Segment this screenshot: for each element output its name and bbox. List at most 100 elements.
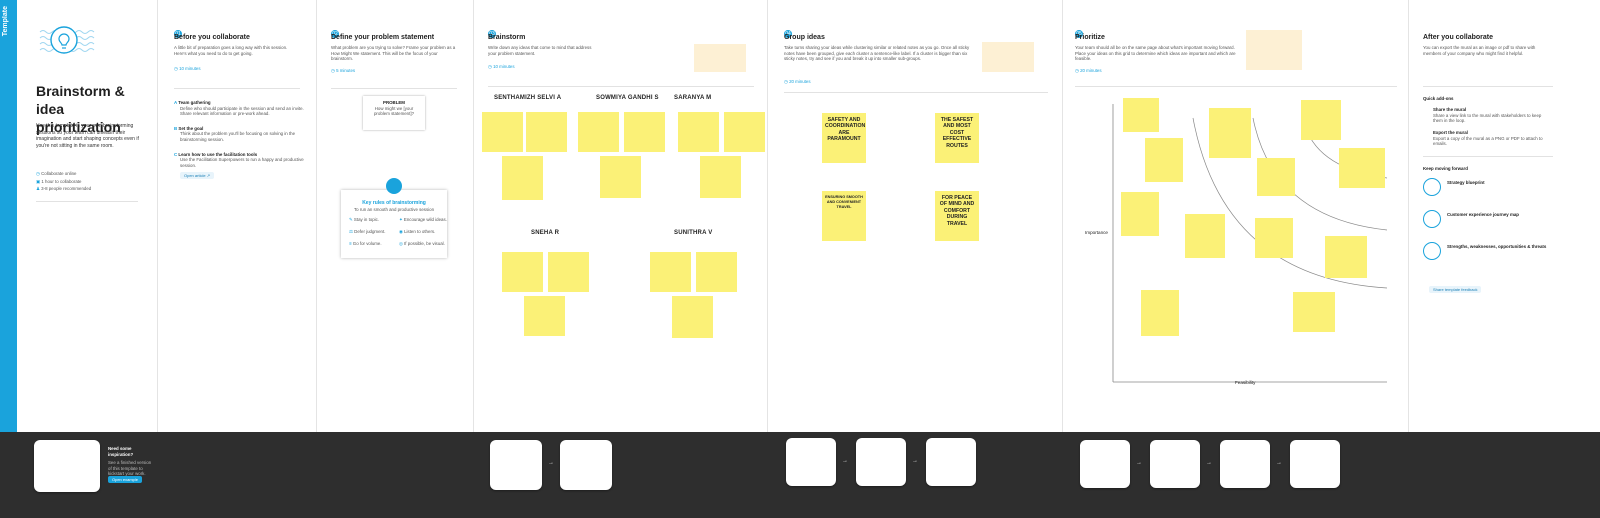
meta-collaborate: Collaborate online — [41, 171, 77, 176]
template-link[interactable]: Strengths, weaknesses, opportunities & t… — [1447, 244, 1547, 249]
share-feedback-button[interactable]: Share template feedback — [1429, 286, 1482, 293]
clock-icon: ◷ — [36, 171, 40, 176]
tip-note — [982, 42, 1034, 72]
group-thumbnail — [786, 438, 836, 486]
step-badge: 01 — [174, 30, 182, 38]
group-panel: 04 Group ideas Take turns sharing your i… — [768, 0, 1063, 432]
step-item-a: A Team gathering Define who should parti… — [174, 100, 304, 117]
after-title: After you collaborate — [1423, 34, 1494, 41]
sticky-note[interactable] — [1301, 100, 1341, 140]
define-description: What problem are you trying to solve? Fr… — [331, 45, 456, 62]
example-thumbnail[interactable] — [34, 440, 100, 492]
sticky-note[interactable] — [650, 252, 691, 292]
y-axis-label: Importance — [1085, 230, 1108, 235]
after-panel: After you collaborate You can export the… — [1409, 0, 1600, 432]
cluster-note[interactable]: FOR PEACE OF MIND AND COMFORT DURING TRA… — [935, 191, 979, 241]
sticky-note[interactable] — [724, 112, 765, 152]
sticky-note[interactable] — [502, 252, 543, 292]
arrow-right-icon: → — [842, 458, 848, 464]
rule-4: ◉ Listen to others. — [399, 229, 436, 234]
prioritize-panel: 05 Prioritize Your team should all be on… — [1063, 0, 1409, 432]
person-label-2: SOWMIYA GANDHI S — [596, 95, 659, 101]
sticky-note[interactable] — [672, 296, 713, 338]
arrow-right-icon: → — [548, 460, 554, 466]
step-badge: 02 — [331, 30, 339, 38]
intro-meta: ◷ Collaborate online ▣ 1 hour to collabo… — [36, 171, 91, 192]
quick-add-item[interactable]: Export the mural Export a copy of the mu… — [1433, 130, 1543, 147]
template-tag: Template — [2, 6, 9, 37]
step-badge: 03 — [488, 30, 496, 38]
group-thumbnail — [926, 438, 976, 486]
sticky-note[interactable] — [1293, 292, 1335, 332]
rule-5: ≡ Go for volume. — [349, 241, 382, 246]
arrow-right-icon: → — [1206, 460, 1212, 466]
open-article-button[interactable]: Open article ↗ — [180, 172, 215, 179]
brainstorm-duration-link[interactable]: ◷ 10 minutes — [488, 64, 515, 69]
sticky-note[interactable] — [1209, 108, 1251, 158]
before-steps: A Team gathering Define who should parti… — [174, 100, 304, 168]
tip-note — [1246, 30, 1302, 70]
sticky-note[interactable] — [526, 112, 567, 152]
brainstorm-thumbnail — [560, 440, 612, 490]
inspiration-title: Need some inspiration? — [108, 446, 134, 457]
sticky-note[interactable] — [624, 112, 665, 152]
keep-moving-title: Keep moving forward — [1423, 166, 1468, 171]
before-title: Before you collaborate — [174, 34, 250, 41]
quick-add-title: Quick add-ons — [1423, 96, 1454, 101]
x-axis-label: Feasibility — [1235, 380, 1256, 385]
cluster-note[interactable]: ENSURING SMOOTH AND CONVENIENT TRAVEL — [822, 191, 866, 241]
sticky-note[interactable] — [678, 112, 719, 152]
template-link[interactable]: Strategy blueprint — [1447, 180, 1485, 185]
define-duration-link[interactable]: ◷ 5 minutes — [331, 68, 356, 73]
sticky-note[interactable] — [524, 296, 565, 336]
sticky-note[interactable] — [502, 156, 543, 200]
sticky-note[interactable] — [600, 156, 641, 198]
before-description: A little bit of preparation goes a long … — [174, 45, 288, 56]
sticky-note[interactable] — [482, 112, 523, 152]
sticky-note[interactable] — [1255, 218, 1293, 258]
arrow-right-icon: → — [1136, 460, 1142, 466]
rule-1: ✎ Stay in topic. — [349, 217, 380, 222]
inspiration-text: See a finished version of this template … — [108, 460, 152, 477]
prioritize-thumbnail — [1150, 440, 1200, 488]
sticky-note[interactable] — [696, 252, 737, 292]
brainstorm-description: Write down any ideas that come to mind t… — [488, 45, 592, 56]
sticky-note[interactable] — [1141, 290, 1179, 336]
sticky-note[interactable] — [700, 156, 741, 198]
sticky-note[interactable] — [1145, 138, 1183, 182]
sticky-note[interactable] — [578, 112, 619, 152]
sticky-note[interactable] — [1257, 158, 1295, 196]
after-description: You can export the mural as an image or … — [1423, 45, 1536, 56]
sticky-note[interactable] — [1339, 148, 1385, 188]
step-item-b: B Set the goal Think about the problem y… — [174, 125, 296, 142]
swot-icon — [1423, 242, 1441, 260]
problem-card[interactable]: PROBLEM How might we [your problem state… — [363, 96, 425, 130]
page-title: Brainstorm & idea prioritization — [36, 83, 125, 135]
sticky-note[interactable] — [1185, 214, 1225, 258]
arrow-right-icon: → — [1276, 460, 1282, 466]
sticky-note[interactable] — [1121, 192, 1159, 236]
step-item-c: C Learn how to use the facilitation tool… — [174, 151, 304, 168]
cluster-note[interactable]: THE SAFEST AND MOST COST EFFECTIVE ROUTE… — [935, 113, 979, 163]
rules-subtitle: To run an smooth and productive session — [353, 207, 435, 212]
step-badge: 04 — [784, 30, 792, 38]
quick-add-item[interactable]: Share the mural Share a view link to the… — [1433, 107, 1542, 124]
sticky-note[interactable] — [1123, 98, 1159, 132]
open-example-button[interactable]: Open example — [108, 476, 143, 483]
template-link[interactable]: Customer experience journey map — [1447, 212, 1519, 217]
prioritize-duration-link[interactable]: ◷ 20 minutes — [1075, 68, 1102, 73]
sticky-note[interactable] — [1325, 236, 1367, 278]
sticky-note[interactable] — [548, 252, 589, 292]
brainstorm-logo-icon — [38, 20, 100, 64]
people-icon: ♟ — [36, 186, 40, 192]
before-duration-link[interactable]: ◷ 10 minutes — [174, 66, 201, 71]
cluster-note[interactable]: SAFETY AND COORDINATION ARE PARAMOUNT — [822, 113, 866, 163]
timer-icon: ▣ — [36, 178, 41, 184]
facilitation-card: Key rules of brainstorming To run an smo… — [341, 178, 447, 258]
group-title: Group ideas — [784, 34, 825, 41]
rule-3: ⚖ Defer judgment. — [349, 229, 386, 234]
arrow-right-icon: → — [912, 458, 918, 464]
journey-icon — [1423, 210, 1441, 228]
prioritize-thumbnail — [1290, 440, 1340, 488]
group-duration-link[interactable]: ◷ 20 minutes — [784, 79, 811, 84]
